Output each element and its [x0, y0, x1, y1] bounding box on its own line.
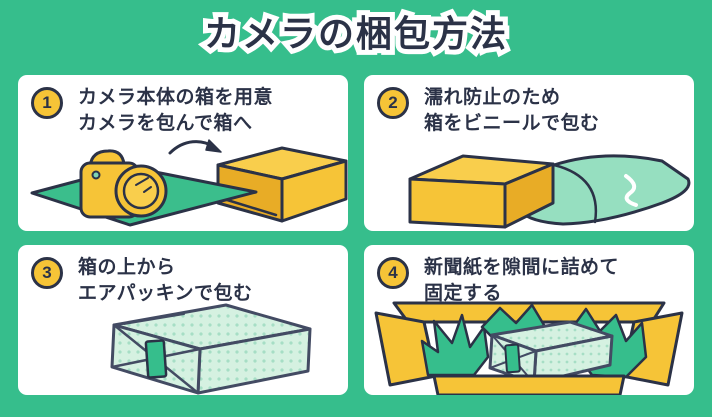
- page-title-outline: カメラの梱包方法: [199, 8, 511, 59]
- step-2-line-1: 濡れ防止のため: [424, 87, 561, 108]
- step-4-number-badge: 4: [377, 257, 409, 289]
- step-2-number-badge: 2: [377, 87, 409, 119]
- page-title: カメラの梱包方法 カメラの梱包方法: [0, 8, 712, 59]
- box-front-face: [432, 374, 626, 395]
- step-1-line-2: カメラを包んで箱へ: [78, 113, 253, 134]
- step-4-text: 新聞紙を隙間に詰めて 固定する: [424, 255, 619, 307]
- arrow-icon: [168, 139, 222, 155]
- step-4-line-1: 新聞紙を隙間に詰めて: [424, 257, 620, 278]
- step-3-text: 箱の上から エアパッキンで包む: [78, 255, 253, 307]
- step-4-card: 4 新聞紙を隙間に詰めて 固定する: [364, 245, 694, 395]
- step-1-line-1: カメラ本体の箱を用意: [78, 87, 274, 108]
- bubble-wrap-package-icon: [110, 303, 312, 395]
- step-1-text: カメラ本体の箱を用意 カメラを包んで箱へ: [78, 85, 273, 137]
- step-3-card: 3 箱の上から エアパッキンで包む: [18, 245, 348, 395]
- box-and-vinyl-bag-illustration: [408, 154, 691, 229]
- camera-icon: [79, 149, 168, 219]
- step-3-line-1: 箱の上から: [78, 257, 176, 278]
- step-2-text: 濡れ防止のため 箱をビニールで包む: [424, 85, 600, 137]
- step-2-card: 2 濡れ防止のため 箱をビニールで包む: [364, 75, 694, 231]
- page-title-text: カメラの梱包方法: [203, 13, 508, 54]
- step-2-line-2: 箱をビニールで包む: [424, 113, 600, 134]
- bubble-wrapped-box-illustration: [110, 303, 312, 395]
- cardboard-box-icon: [216, 146, 348, 223]
- tape-icon: [504, 343, 521, 374]
- step-3-line-2: エアパッキンで包む: [78, 283, 253, 304]
- tape-icon: [144, 339, 168, 379]
- step-4-line-2: 固定する: [424, 283, 503, 304]
- cardboard-box-icon: [408, 154, 555, 229]
- step-1-number-badge: 1: [31, 87, 63, 119]
- step-1-card: 1 カメラ本体の箱を用意 カメラを包んで箱へ: [18, 75, 348, 231]
- box-stuffed-with-newspaper-illustration: [374, 301, 684, 395]
- step-3-number-badge: 3: [31, 257, 63, 289]
- camera-on-cloth-to-box-illustration: [30, 139, 348, 227]
